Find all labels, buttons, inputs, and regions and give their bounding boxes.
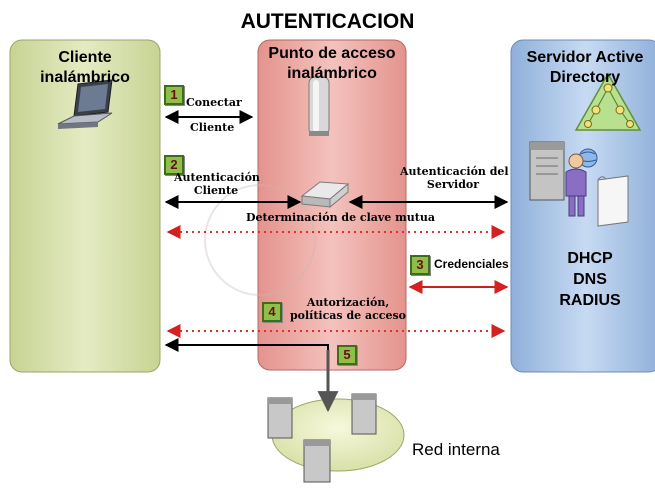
client-title-line1: Cliente [58, 49, 112, 66]
step-2-label-line1: Autenticación [174, 171, 260, 184]
access-point-device-icon [308, 76, 330, 136]
step-3-badge: 3 [410, 255, 430, 275]
access-point-column-title: Punto de acceso inalámbrico [258, 44, 406, 84]
directory-triangle-icon [574, 72, 642, 131]
server-title-line1: Servidor Active [526, 49, 644, 66]
step-4-label-line1: Autorización, [306, 296, 390, 309]
laptop-icon [57, 79, 113, 129]
client-column-title: Cliente inalámbrico [20, 48, 150, 88]
step-2-label: Autenticación Cliente [174, 171, 260, 197]
services-list: DHCP DNS RADIUS [540, 248, 640, 311]
server-title-line2: Directory [549, 69, 621, 86]
watermark-seal [204, 184, 316, 296]
client-panel [9, 39, 161, 373]
server-auth-line2: Servidor [426, 178, 480, 191]
server-column-title: Servidor Active Directory [516, 48, 654, 88]
client-title-line2: inalámbrico [40, 69, 130, 86]
step-5-badge: 5 [337, 345, 357, 365]
step-1-label-line1: Conectar [186, 96, 242, 109]
document-icon [597, 175, 629, 227]
network-server-icon [267, 393, 377, 483]
diagram-title: AUTENTICACION [240, 10, 415, 33]
step-4-badge: 4 [262, 302, 282, 322]
mutual-key-label: Determinación de clave mutua [246, 211, 435, 224]
step-3-label: Credenciales [434, 257, 509, 271]
step-4-label: Autorización, políticas de acceso [286, 296, 410, 322]
step-4-label-line2: políticas de acceso [289, 309, 407, 322]
step-1-label-line2: Cliente [190, 121, 235, 134]
service-radius: RADIUS [559, 292, 621, 309]
step-1-badge: 1 [164, 85, 184, 105]
access-point-title-line2: inalámbrico [287, 65, 377, 82]
server-cluster-icon [529, 141, 598, 201]
service-dns: DNS [573, 271, 607, 288]
step-2-badge: 2 [164, 155, 184, 175]
access-point-title-line1: Punto de acceso [268, 45, 396, 62]
router-icon [300, 181, 350, 209]
step-2-label-line2: Cliente [193, 184, 239, 197]
service-dhcp: DHCP [567, 250, 613, 267]
server-auth-label: Autenticación del Servidor [400, 165, 509, 191]
internal-network-label: Red interna [412, 440, 500, 459]
server-auth-line1: Autenticación del [400, 165, 509, 178]
user-icon [565, 153, 587, 217]
